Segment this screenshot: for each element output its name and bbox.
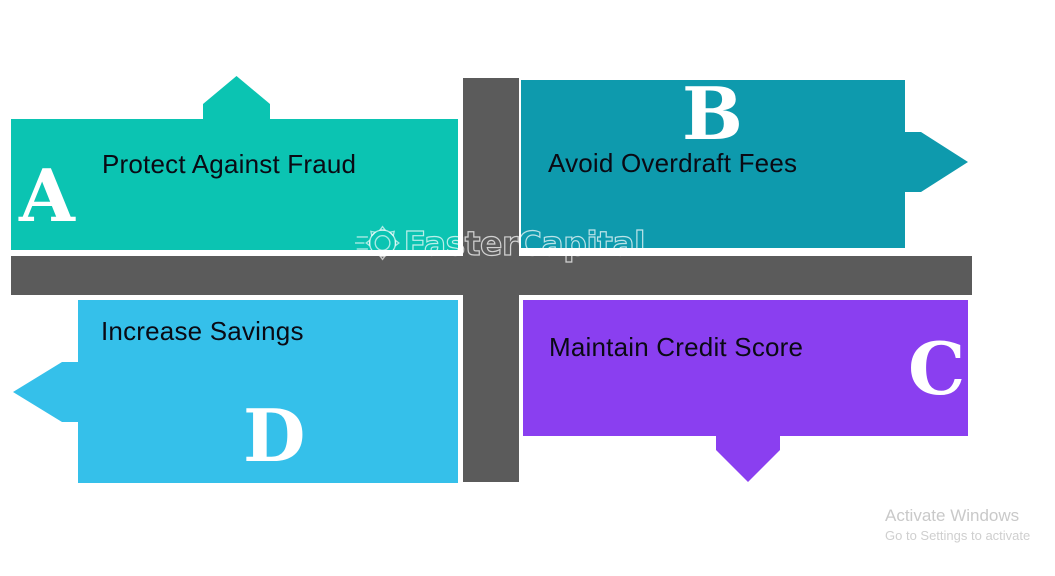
quadrant-b-letter: B — [682, 71, 743, 156]
quadrant-a-shape[interactable] — [0, 60, 480, 270]
quadrant-d-shape[interactable] — [0, 290, 480, 500]
quadrant-a-arrow-up-path — [11, 76, 458, 250]
quadrant-c-letter: C — [908, 326, 966, 411]
activation-subtitle: Go to Settings to activate — [885, 528, 1031, 543]
quadrant-b-label: Avoid Overdraft Fees — [548, 148, 798, 178]
quadrant-d-letter: D — [243, 393, 306, 478]
quadrant-c-shape[interactable] — [515, 290, 995, 500]
activation-title: Activate Windows — [885, 506, 1020, 525]
quadrant-b-arrow-right-path — [521, 80, 968, 248]
quadrant-a-letter: A — [19, 153, 75, 238]
quadrant-c-label: Maintain Credit Score — [549, 332, 804, 362]
quadrant-c-arrow-down-path — [523, 300, 968, 482]
quadrant-b-shape[interactable] — [515, 60, 985, 270]
quadrant-a-label: Protect Against Fraud — [102, 149, 357, 179]
cross-horizontal-bar — [11, 256, 972, 295]
quadrant-d-label: Increase Savings — [101, 316, 304, 346]
windows-activation-notice: Activate Windows Go to Settings to activ… — [855, 505, 1055, 545]
quadrant-d-arrow-left-path — [13, 300, 458, 483]
